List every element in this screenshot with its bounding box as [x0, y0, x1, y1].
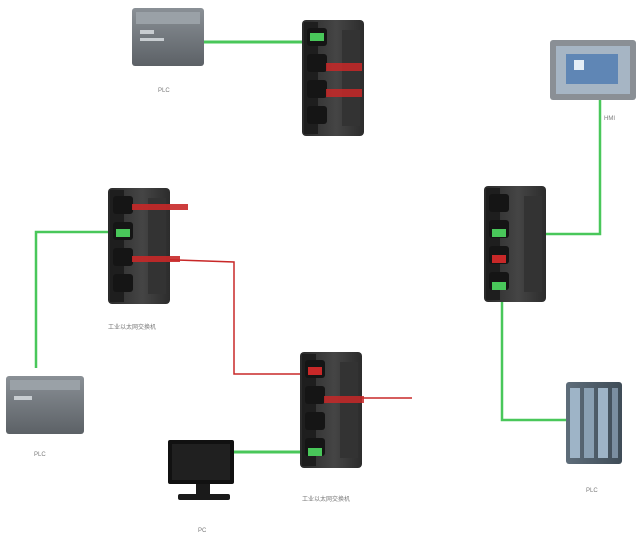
switch-left-device	[108, 188, 188, 304]
label-pc: PC	[198, 528, 207, 534]
plc-left-device	[6, 376, 84, 434]
switch-bottom-device	[300, 352, 364, 468]
switch-right-device	[484, 186, 546, 302]
hmi-device	[550, 40, 636, 100]
label-switch-bottom: 工业以太网交换机	[302, 497, 351, 503]
label-plc-left: PLC	[34, 452, 46, 458]
label-plc-top: PLC	[158, 88, 170, 94]
label-switch-left: 工业以太网交换机	[108, 325, 157, 331]
pc-device	[168, 440, 234, 500]
label-plc-right: PLC	[586, 488, 598, 494]
plc-right-device	[566, 382, 622, 464]
label-hmi: HMI	[604, 116, 615, 122]
switch-top-device	[302, 20, 364, 136]
link-plc-left-to-switch-left	[34, 230, 120, 368]
plc-top-device	[132, 8, 204, 66]
link-switch-right-to-plc-right	[500, 294, 566, 422]
